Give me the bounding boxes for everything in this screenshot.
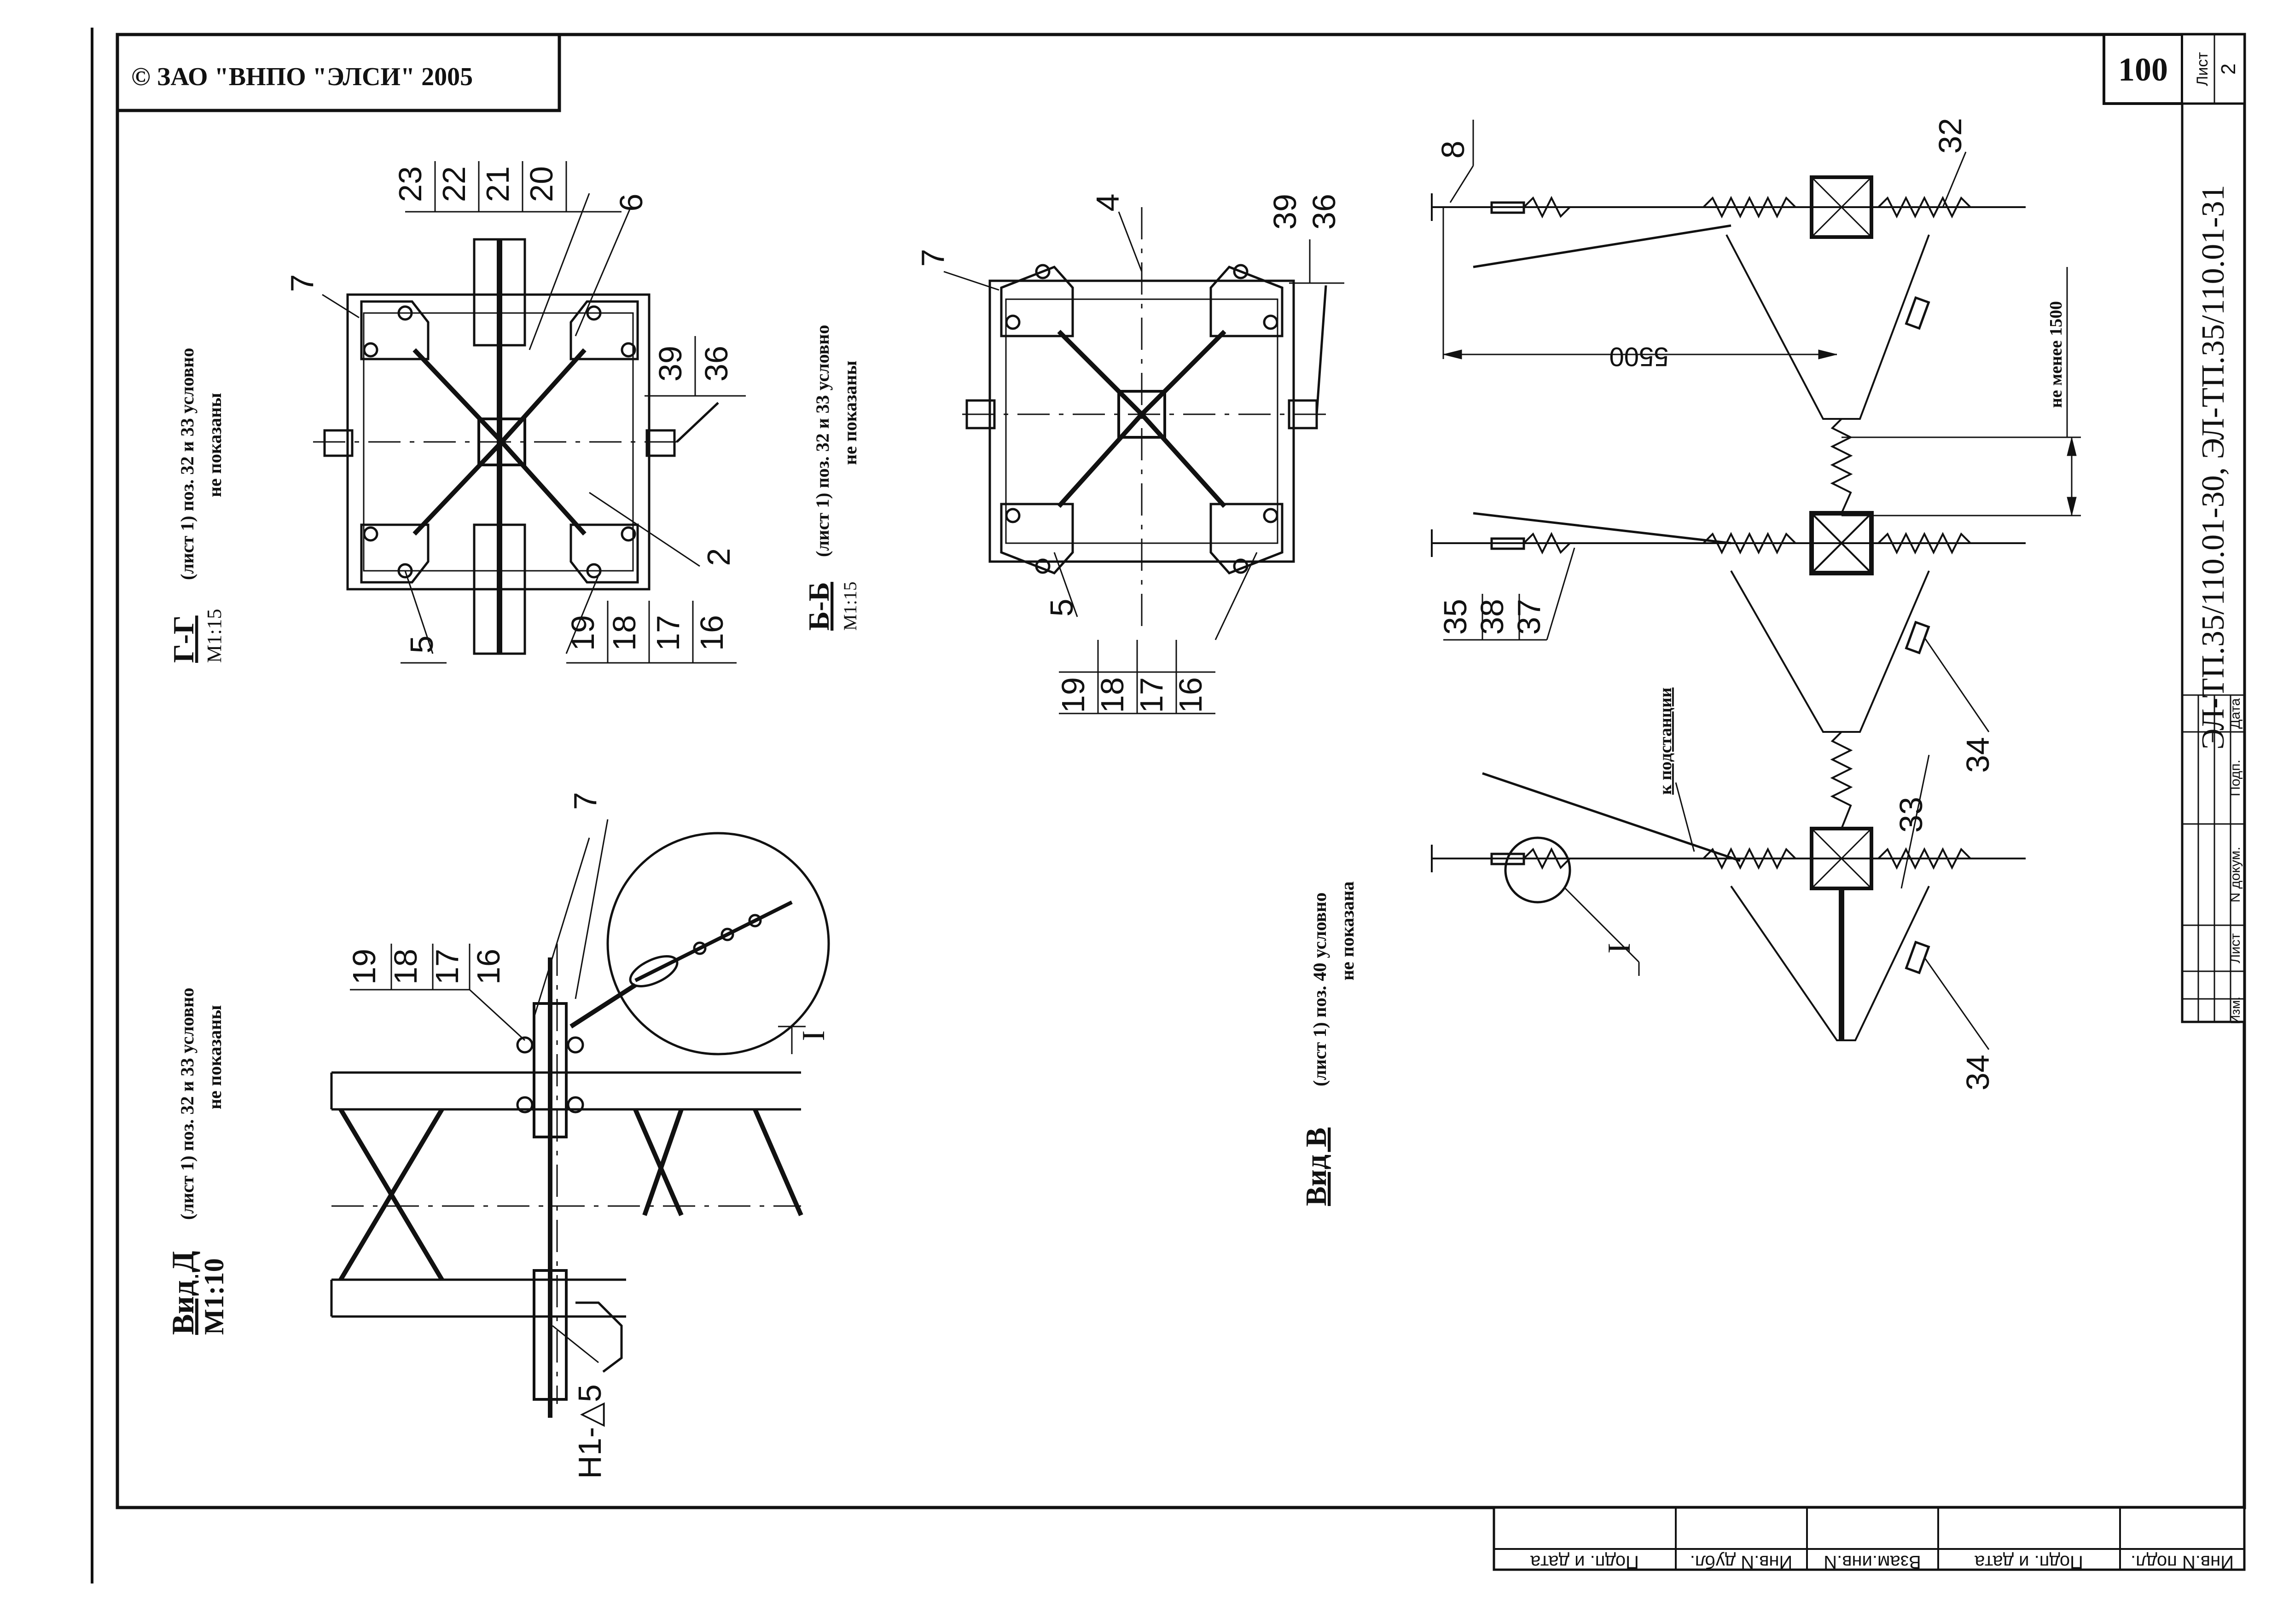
bb-callout-18: 18	[1094, 677, 1130, 713]
bb-callout-39: 39	[1267, 194, 1303, 230]
bb-scale: М1:15	[840, 581, 860, 631]
vd-callout-19: 19	[346, 949, 382, 985]
gg-callout-7: 7	[284, 274, 320, 292]
vd-weld-mark: Н1-△5	[572, 1384, 608, 1479]
sheet-label: Лист	[2194, 52, 2211, 86]
vd-note-2: не показаны	[204, 1005, 225, 1109]
stamp-replace-inv: Взам.инв.N	[1824, 1552, 1921, 1572]
vd-note: (лист 1) поз. 32 и 33 условно	[177, 988, 198, 1220]
gg-callout-5: 5	[404, 636, 440, 654]
title-col-rev: Изм.	[2228, 997, 2243, 1024]
vv-title: Вид В	[1300, 1127, 1332, 1206]
view-vv-labels: 8 32 33 34 34 35 38 37 I 5500 не менее 1…	[1435, 118, 2066, 1090]
view-vd-labels: 19 18 17 16 7 I Н1-△5	[346, 792, 831, 1479]
vv-callout-33: 33	[1893, 797, 1929, 833]
gg-callout-39: 39	[652, 346, 688, 382]
view-vv-title: Вид В (лист 1) поз. 40 условно не показа…	[1300, 882, 1358, 1206]
view-vd-title: Вид Д (лист 1) поз. 32 и 33 условно не п…	[165, 988, 229, 1335]
view-gg-labels: 23 22 21 20 6 7 39 36 2 5 19 18 17 16	[284, 166, 737, 653]
document-code: ЭЛ-ТП.35/110.01-30, ЭЛ-ТП.35/110.01-31	[2196, 185, 2231, 749]
vd-callout-18: 18	[388, 949, 424, 985]
view-bb-title: Б-Б (лист 1) поз. 32 и 33 условно не пок…	[802, 325, 860, 631]
view-gg-title: Г-Г (лист 1) поз. 32 и 33 условно не пок…	[167, 348, 226, 663]
stamp-inv-orig: Инв.N подл.	[2131, 1552, 2234, 1572]
bb-callout-16: 16	[1173, 677, 1208, 713]
vd-title: Вид Д	[165, 1251, 200, 1335]
stamp-sign-date-2: Подп. и дата	[1974, 1552, 2083, 1572]
bb-callout-17: 17	[1133, 677, 1169, 713]
bb-callout-36: 36	[1306, 194, 1342, 230]
vv-callout-34-a: 34	[1960, 737, 1996, 773]
gg-note-2: не показаны	[204, 393, 225, 497]
vv-callout-8: 8	[1435, 141, 1471, 159]
vv-callout-32: 32	[1932, 118, 1968, 154]
vd-callout-I: I	[796, 1030, 831, 1041]
gg-note: (лист 1) поз. 32 и 33 условно	[177, 348, 198, 580]
bb-callout-7: 7	[915, 249, 951, 267]
gg-callout-22: 22	[436, 166, 472, 202]
dim-min-1500: не менее 1500	[2046, 301, 2066, 408]
dim-5500: 5500	[1609, 342, 1668, 371]
vv-callout-37: 37	[1511, 599, 1547, 635]
gg-callout-23: 23	[392, 166, 428, 202]
gg-callout-20: 20	[523, 166, 559, 202]
title-col-sheet: Лист	[2228, 933, 2243, 963]
page-number-box: 100 Лист 2	[2103, 33, 2245, 105]
bb-callout-5: 5	[1044, 599, 1080, 617]
stamp-inv-dup: Инв.N дубл.	[1690, 1552, 1793, 1572]
title-col-date: Дата	[2228, 698, 2243, 729]
gg-callout-18: 18	[606, 615, 642, 651]
gg-callout-21: 21	[480, 166, 516, 202]
vv-callout-38: 38	[1474, 599, 1510, 635]
gg-callout-17: 17	[650, 615, 686, 651]
bb-callout-4: 4	[1090, 194, 1126, 212]
vd-callout-16: 16	[471, 949, 506, 985]
page-number: 100	[2118, 51, 2168, 88]
gg-callout-2: 2	[701, 548, 737, 566]
view-vv	[1431, 120, 2081, 1050]
sheet-number: 2	[2217, 64, 2240, 75]
vv-note-2: не показана	[1337, 882, 1358, 980]
bb-title: Б-Б	[802, 582, 835, 631]
label-to-substation: к подстанции	[1656, 688, 1675, 795]
view-vd	[330, 819, 830, 1418]
vv-note: (лист 1) поз. 40 условно	[1309, 893, 1330, 1086]
bb-note-2: не показаны	[840, 360, 860, 465]
copyright-text: © ЗАО "ВНПО "ЭЛСИ" 2005	[131, 63, 473, 91]
bottom-stamp: Подп. и дата Инв.N дубл. Взам.инв.N Подп…	[1493, 1506, 2246, 1572]
gg-callout-19: 19	[565, 615, 601, 651]
gg-title: Г-Г	[167, 615, 200, 663]
vd-scale: М1:10	[199, 1258, 229, 1335]
copyright-stamp: © ЗАО "ВНПО "ЭЛСИ" 2005	[116, 33, 561, 112]
gg-callout-16: 16	[694, 615, 730, 651]
gg-scale: М1:15	[203, 609, 226, 663]
vv-callout-34-b: 34	[1960, 1055, 1996, 1090]
title-col-sign: Подп.	[2228, 760, 2243, 796]
vv-callout-I: I	[1602, 943, 1637, 953]
vv-callout-35: 35	[1437, 599, 1473, 635]
vd-callout-7: 7	[567, 792, 603, 810]
gg-callout-36: 36	[698, 346, 734, 382]
vd-callout-17: 17	[429, 949, 465, 985]
view-gg	[313, 161, 746, 664]
title-col-doc: N докум.	[2228, 847, 2243, 902]
stamp-sign-date-1: Подп. и дата	[1530, 1552, 1638, 1572]
view-bb-labels: 7 4 39 36 5 19 18 17 16	[915, 194, 1342, 713]
title-block: ЭЛ-ТП.35/110.01-30, ЭЛ-ТП.35/110.01-31 Д…	[2181, 102, 2246, 1024]
bb-note: (лист 1) поз. 32 и 33 условно	[812, 325, 833, 557]
view-bb	[943, 207, 1344, 714]
bb-callout-19: 19	[1055, 677, 1091, 713]
gg-callout-6: 6	[613, 194, 649, 212]
